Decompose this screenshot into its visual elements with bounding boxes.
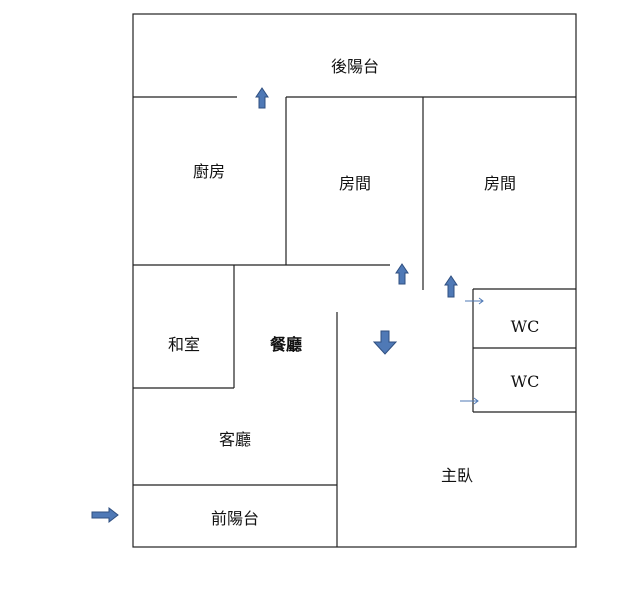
bedroom-2-label: 房間 (484, 174, 516, 193)
living-label: 客廳 (219, 430, 251, 449)
up-arrow-icon (395, 263, 409, 285)
kitchen-label: 廚房 (193, 162, 225, 181)
thin-right-arrow-icon (460, 397, 479, 405)
wc-1-label: WC (511, 317, 540, 336)
japanese-room-label: 和室 (168, 335, 200, 354)
up-arrow-icon (444, 275, 458, 298)
right-arrow-icon (91, 506, 119, 524)
dining-label: 餐廳 (269, 335, 302, 354)
interior-walls (133, 96, 576, 547)
up-arrow-icon (255, 87, 269, 109)
bedroom-1-label: 房間 (339, 174, 371, 193)
thin-right-arrow-icon (465, 297, 484, 305)
outer-wall (132, 13, 577, 548)
master-bedroom-label: 主臥 (441, 466, 473, 485)
down-arrow-icon (372, 330, 398, 355)
back-balcony-label: 後陽台 (331, 57, 379, 76)
front-balcony-label: 前陽台 (211, 509, 259, 528)
wc-2-label: WC (511, 372, 540, 391)
